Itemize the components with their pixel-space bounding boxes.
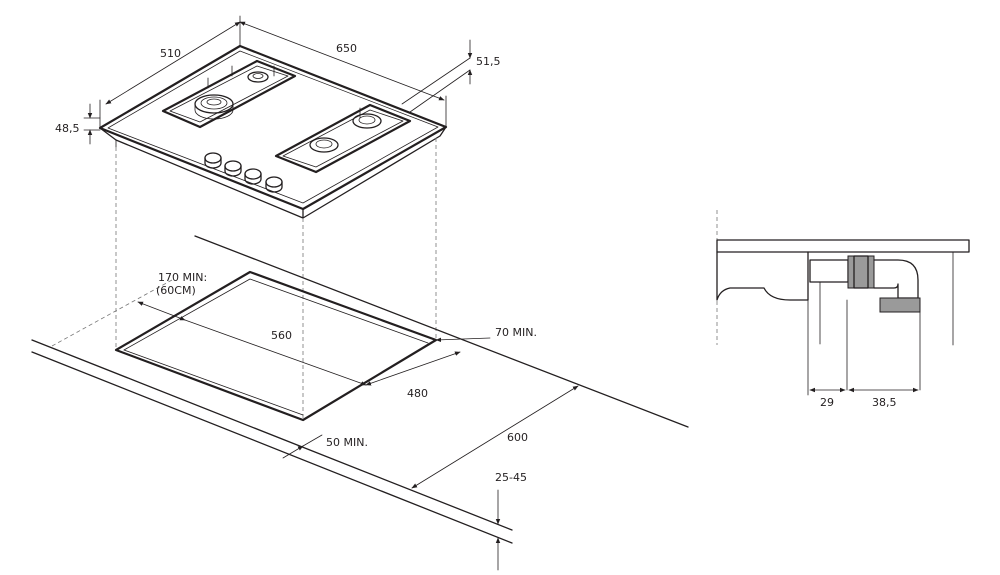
- dimension-170-min: [137, 301, 186, 321]
- label-25-45: 25-45: [495, 471, 527, 484]
- label-600: 600: [507, 431, 528, 444]
- dimension-480: [365, 351, 461, 386]
- side-view: [716, 210, 970, 396]
- dimension-50-min: [282, 434, 323, 459]
- label-650: 650: [336, 42, 357, 55]
- dimension-48-5: [83, 103, 101, 145]
- label-48-5: 48,5: [55, 122, 80, 135]
- label-510: 510: [160, 47, 181, 60]
- burner-large: [194, 94, 234, 120]
- label-60cm: (60CM): [156, 284, 196, 297]
- label-560: 560: [271, 329, 292, 342]
- pan-support-left: [161, 59, 297, 129]
- label-29: 29: [820, 396, 834, 409]
- label-50-min: 50 MIN.: [326, 436, 368, 449]
- label-51-5: 51,5: [476, 55, 501, 68]
- pan-support-right: [274, 103, 412, 174]
- projection-lines: [115, 138, 437, 420]
- burner-medium-front: [309, 137, 339, 153]
- label-70-min: 70 MIN.: [495, 326, 537, 339]
- dimension-650: [239, 21, 447, 128]
- label-480: 480: [407, 387, 428, 400]
- dimension-560: [184, 319, 367, 386]
- dimension-600: [411, 385, 579, 489]
- control-knobs: [204, 152, 283, 193]
- label-170-min: 170 MIN:: [158, 271, 207, 284]
- dimension-51-5: [401, 39, 473, 113]
- dimension-70-min: [435, 337, 491, 343]
- burner-medium-right: [352, 113, 382, 129]
- burner-small-rear: [247, 71, 269, 83]
- worktop: [31, 235, 689, 544]
- label-38-5: 38,5: [872, 396, 897, 409]
